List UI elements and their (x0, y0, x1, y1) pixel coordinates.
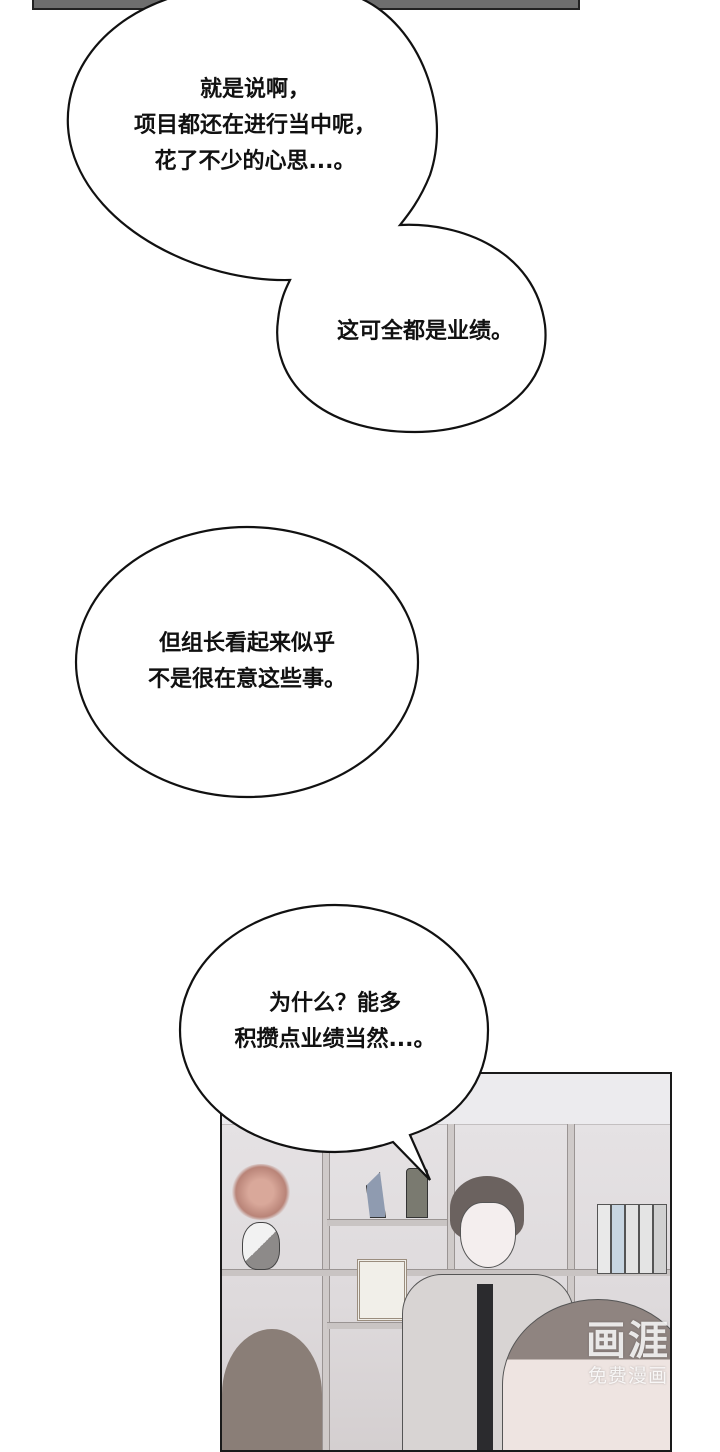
character-tie (477, 1284, 493, 1450)
bubble-4-line-1: 为什么？能多 (268, 991, 401, 1016)
bubble-2-text: 这可全都是业绩。 (290, 314, 560, 350)
shelf-post (322, 1124, 330, 1450)
bubble-1-2-shape (66, 0, 547, 434)
bubble-1-line-3: 花了不少的心思...。 (154, 149, 356, 174)
bubble-1-line-1: 就是说啊， (199, 77, 310, 102)
flowers (230, 1164, 292, 1220)
shelf (327, 1219, 447, 1226)
colleague-right (502, 1299, 670, 1450)
bubble-4-text: 为什么？能多 积攒点业绩当然...。 (190, 986, 480, 1058)
binder (597, 1204, 611, 1274)
trophy (406, 1168, 428, 1218)
shelf-post (567, 1124, 575, 1450)
character-face (460, 1202, 516, 1268)
bubble-1-line-2: 项目都还在进行当中呢， (133, 113, 376, 138)
binder (653, 1204, 667, 1274)
bubble-4-shape (178, 903, 490, 1181)
bubble-1-text: 就是说啊， 项目都还在进行当中呢， 花了不少的心思...。 (70, 72, 440, 180)
binder (611, 1204, 625, 1274)
bubble-3-text: 但组长看起来似乎 不是很在意这些事。 (82, 626, 412, 698)
bubble-3-shape (74, 525, 420, 799)
bubble-2-line-1: 这可全都是业绩。 (336, 319, 513, 344)
watermark-subtitle: 免费漫画 (587, 1365, 668, 1387)
bubble-4-line-2: 积攒点业绩当然...。 (234, 1027, 436, 1052)
binder (625, 1204, 639, 1274)
binder (639, 1204, 653, 1274)
vase (242, 1222, 280, 1270)
colleague-left (222, 1329, 322, 1450)
watermark-brand: 画涯 (586, 1318, 670, 1364)
bubble-3-line-1: 但组长看起来似乎 (158, 631, 335, 656)
certificate-frame (357, 1259, 407, 1321)
watermark: 画涯 免费漫画 (568, 1318, 688, 1388)
shelf (327, 1322, 447, 1329)
shelf (222, 1269, 670, 1276)
bubble-3-line-2: 不是很在意这些事。 (147, 667, 346, 692)
